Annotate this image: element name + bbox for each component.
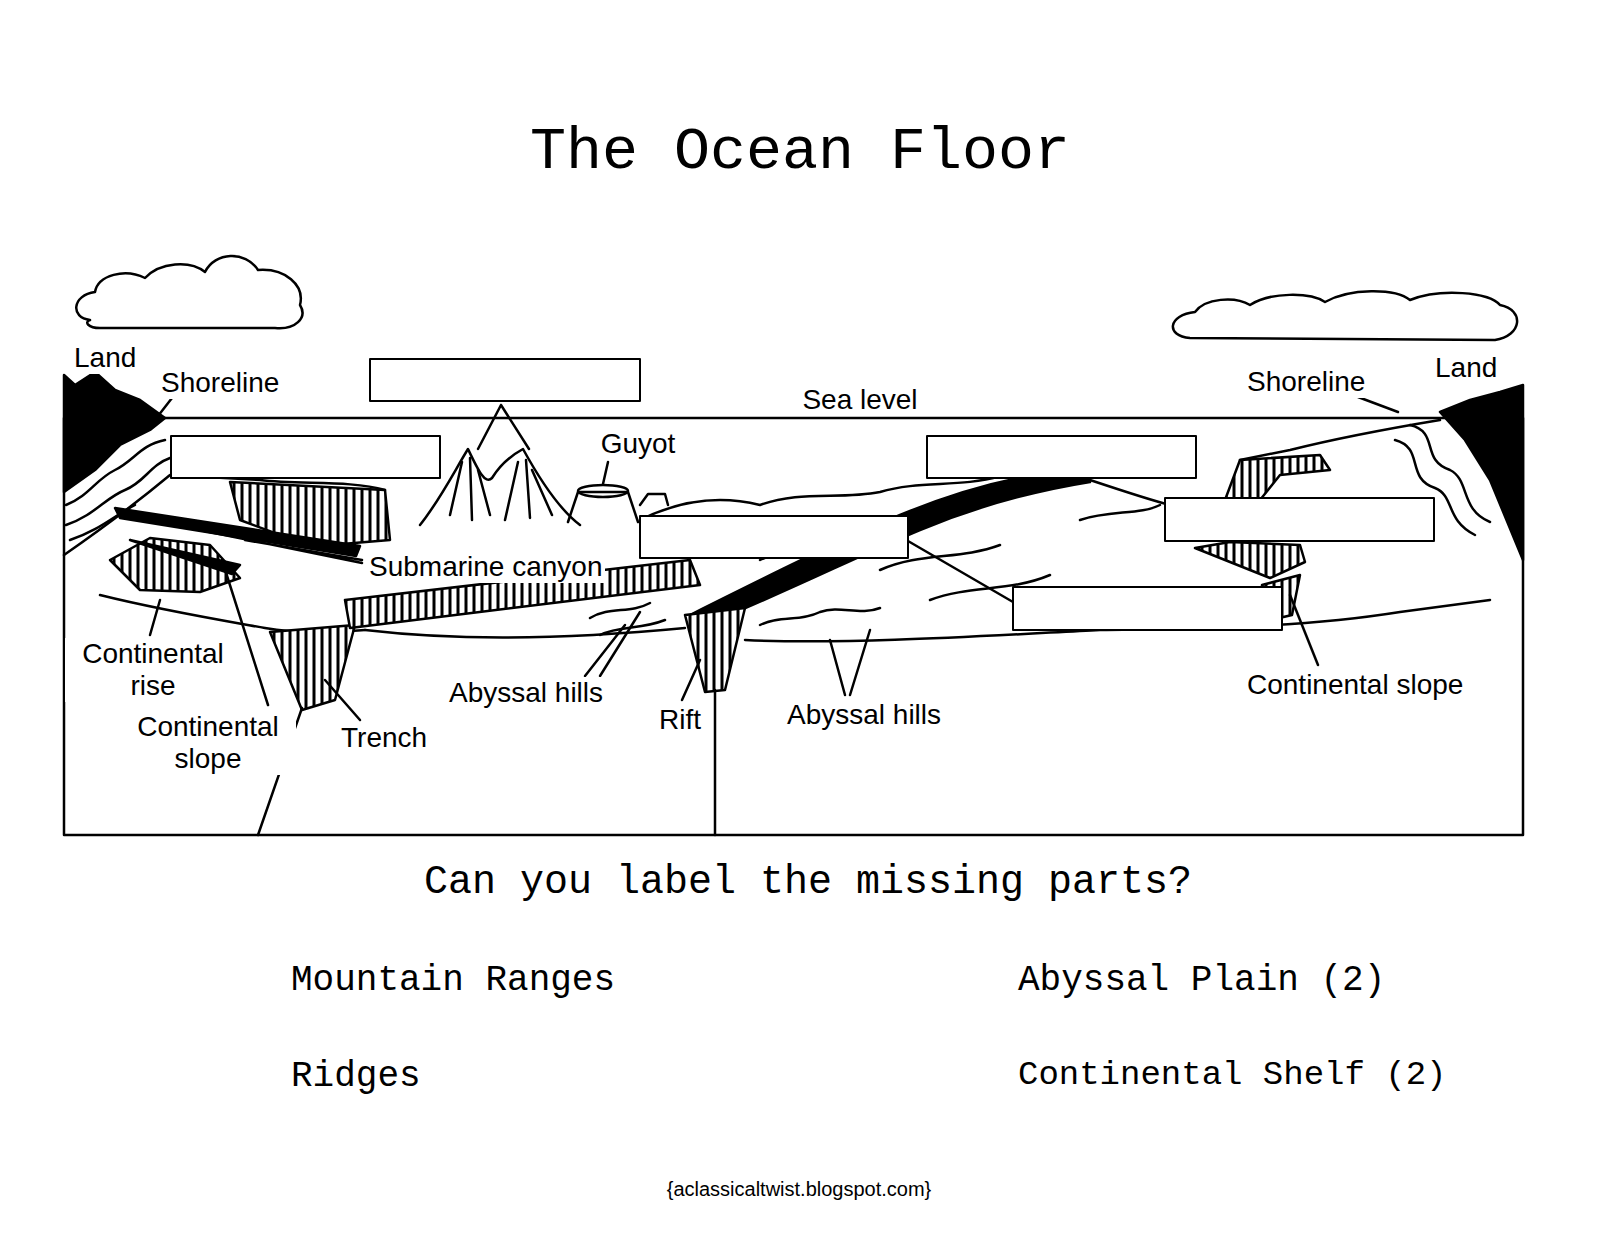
answer-box	[171, 436, 440, 478]
shore-waves	[66, 440, 170, 540]
submarine-canyon	[130, 540, 240, 574]
rift-line	[714, 690, 717, 835]
part-label: Land	[1432, 352, 1500, 384]
word-bank-item: Ridges	[291, 1056, 421, 1097]
word-bank-item: Mountain Ranges	[291, 960, 615, 1001]
guyot-top	[578, 485, 628, 497]
part-label: Submarine canyon	[366, 551, 605, 583]
shelf-edge	[1225, 455, 1330, 500]
land	[64, 372, 165, 492]
part-label: Continental slope	[120, 711, 296, 775]
leader-line	[158, 398, 172, 416]
diagram-frame	[64, 418, 1523, 835]
leader-line	[1290, 595, 1318, 665]
answer-box	[370, 359, 640, 401]
part-label: Continental rise	[65, 638, 241, 702]
leader-line	[478, 405, 529, 449]
leader-line	[908, 541, 1013, 602]
abyssal-plain-line	[365, 628, 685, 637]
part-label: Continental slope	[1244, 669, 1466, 701]
continental-shelf	[1240, 420, 1440, 460]
answer-box	[640, 516, 908, 558]
abyssal-hills	[590, 603, 880, 635]
instruction-caption: Can you label the missing parts?	[424, 860, 1192, 906]
leader-line	[682, 660, 700, 700]
part-label: Trench	[338, 722, 430, 754]
leader-line	[603, 462, 608, 484]
continental-slope	[110, 538, 240, 592]
part-label: Land	[71, 342, 139, 374]
part-label: Sea level	[799, 384, 920, 416]
seamounts	[420, 449, 580, 525]
part-label: Abyssal hills	[446, 677, 606, 709]
part-label: Shoreline	[158, 367, 282, 399]
part-label: Guyot	[598, 428, 679, 460]
small-guyot	[640, 494, 668, 505]
leader-line	[830, 630, 870, 695]
leader-line	[585, 612, 640, 676]
trench	[270, 625, 355, 710]
answer-box	[1013, 587, 1282, 630]
part-label: Abyssal hills	[784, 699, 944, 731]
cloud	[76, 256, 302, 328]
cloud	[1173, 291, 1517, 340]
word-bank-item: Continental Shelf (2)	[1018, 1056, 1446, 1095]
continental-slope	[1195, 542, 1305, 578]
answer-box	[1165, 498, 1434, 541]
leader-line	[1358, 397, 1398, 412]
rift	[685, 608, 745, 692]
seamount-ridges	[450, 458, 552, 520]
part-label: Rift	[656, 704, 704, 736]
leader-line	[150, 600, 160, 635]
answer-box	[927, 436, 1196, 478]
leader-line	[175, 525, 362, 563]
leader-line	[325, 680, 360, 720]
submarine-canyon	[115, 508, 360, 556]
part-label: Shoreline	[1244, 366, 1368, 398]
word-bank-item: Abyssal Plain (2)	[1018, 960, 1385, 1001]
source-credit: {aclassicaltwist.blogspot.com}	[667, 1178, 932, 1201]
diagram-title: The Ocean Floor	[530, 118, 1070, 187]
